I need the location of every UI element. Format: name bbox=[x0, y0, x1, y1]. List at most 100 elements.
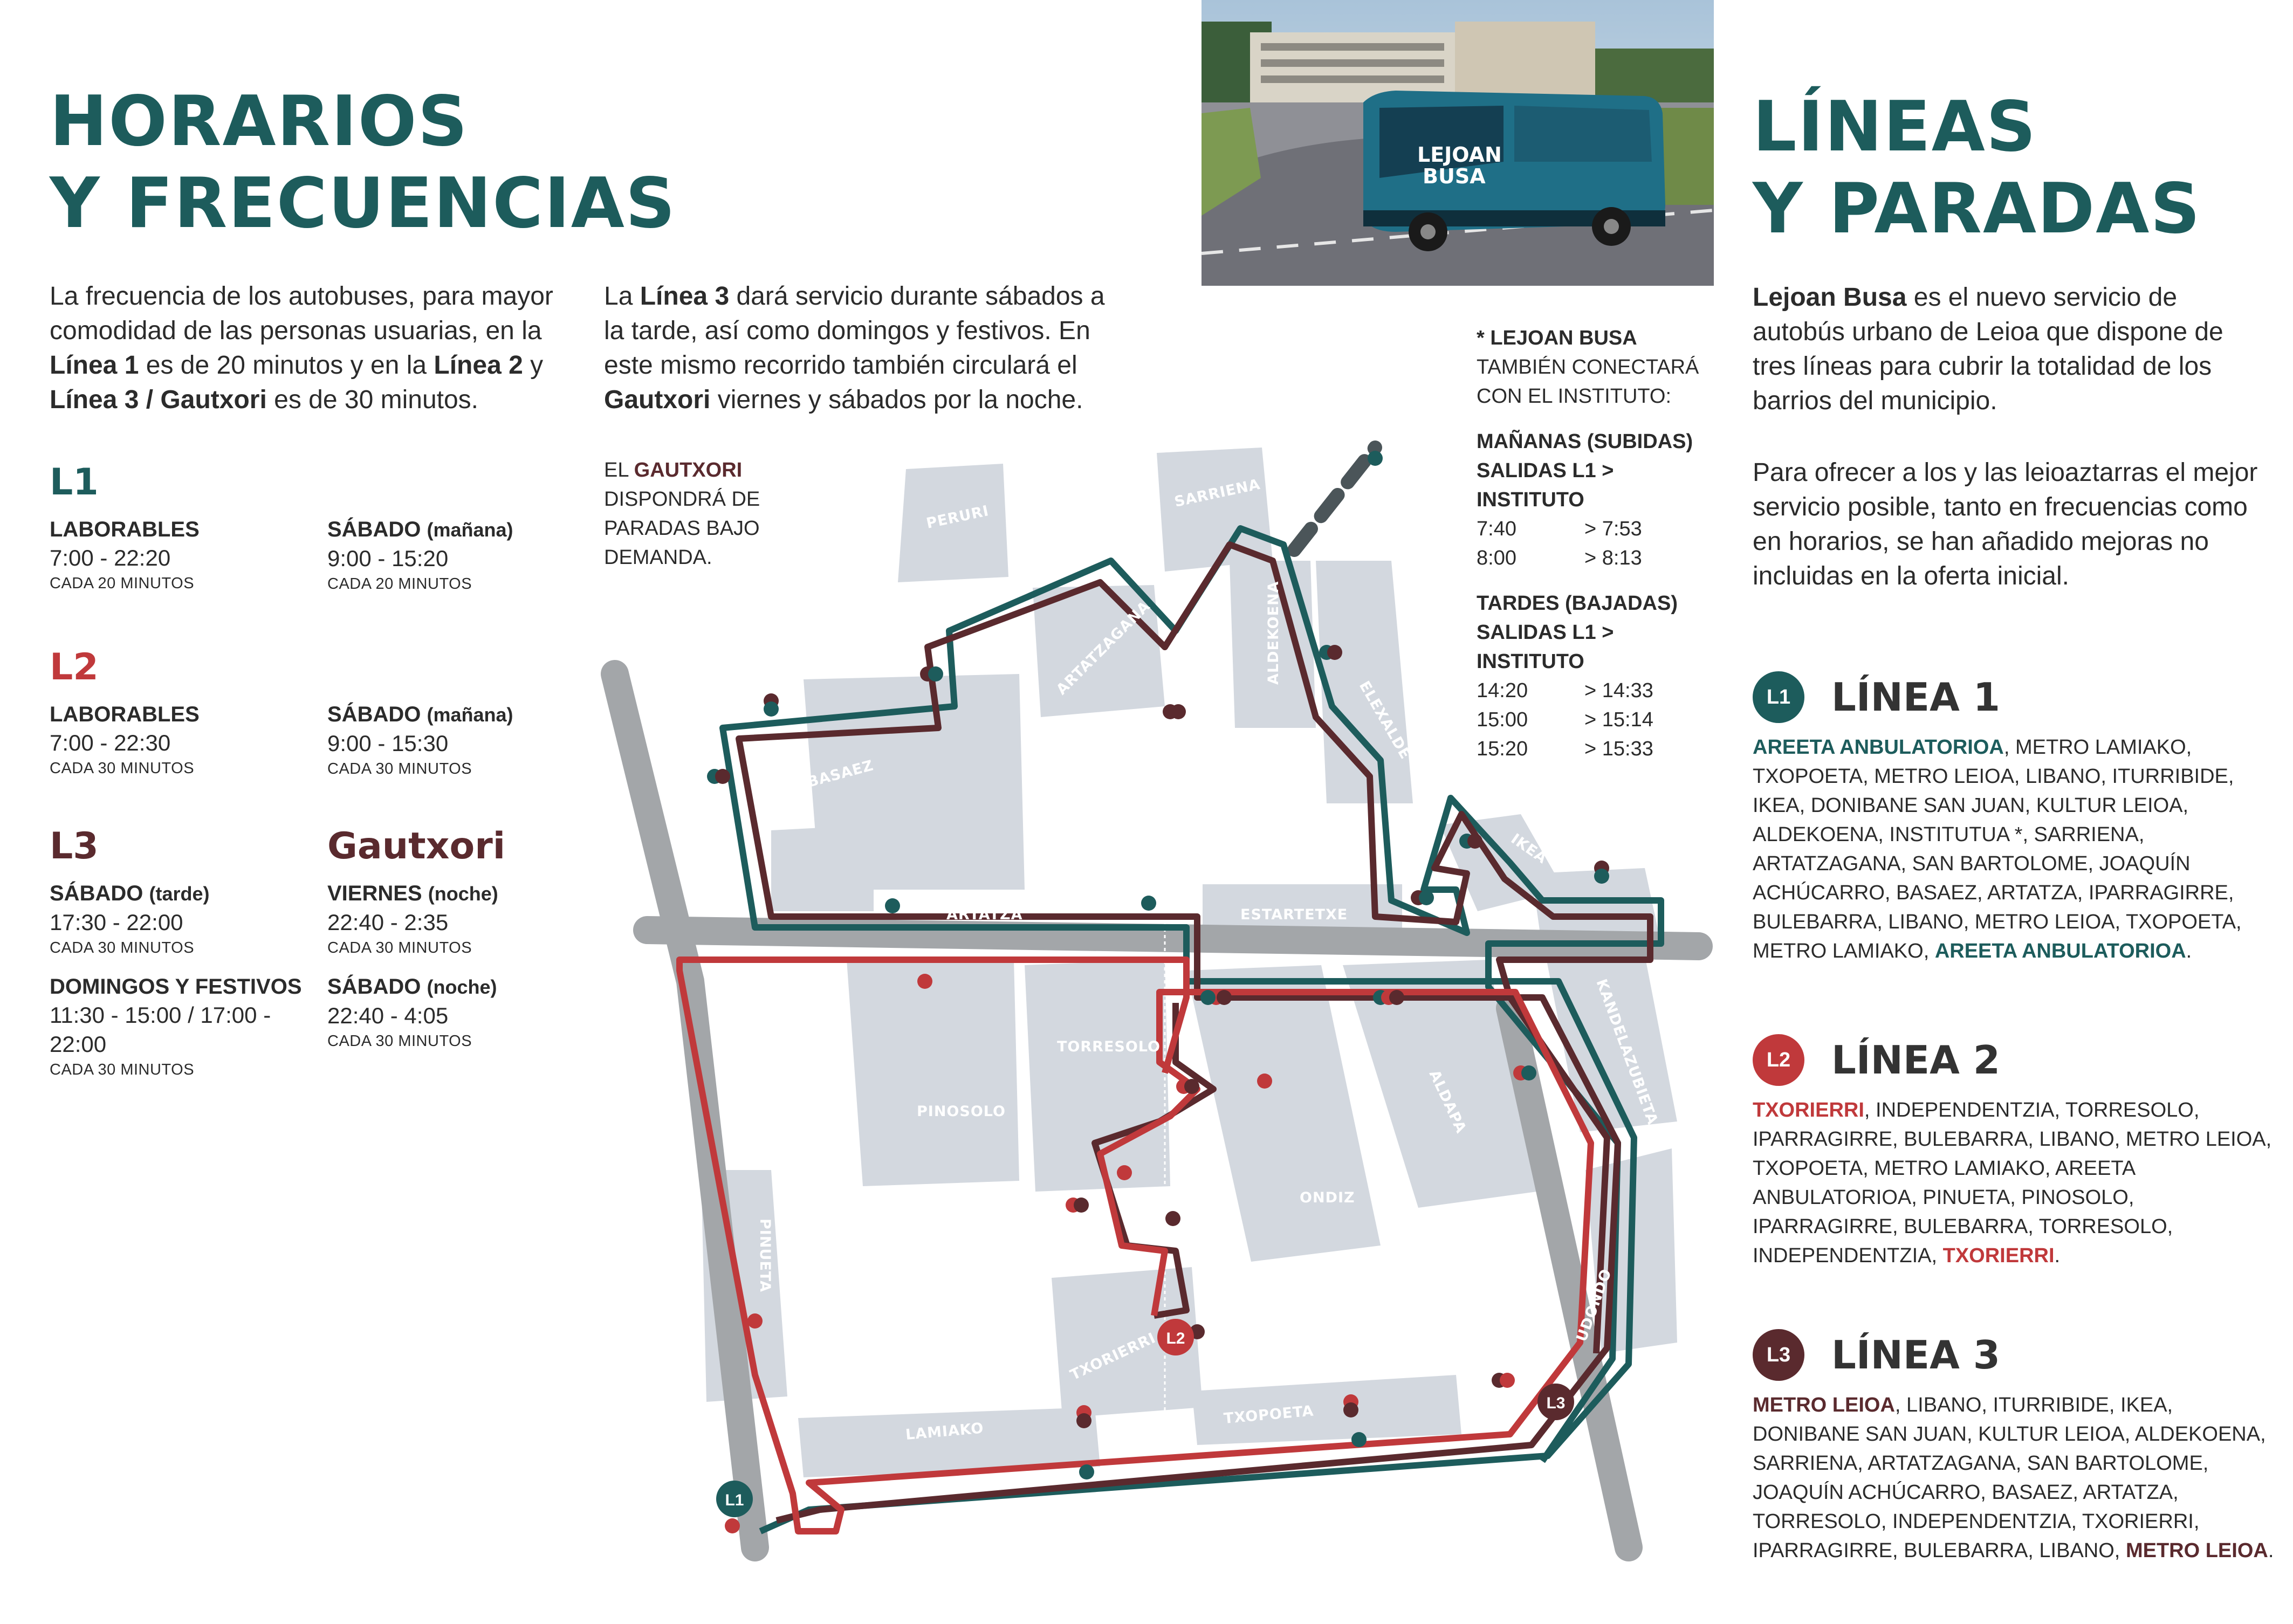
stop-marker bbox=[1066, 1198, 1089, 1213]
block-pinosolo bbox=[847, 960, 1019, 1186]
left-intro-run: Línea 3 / Gautxori bbox=[50, 386, 267, 414]
stop-marker bbox=[1176, 1079, 1199, 1094]
stop-marker bbox=[917, 974, 932, 989]
l3-saturday-time: 17:30 - 22:00 bbox=[50, 910, 183, 935]
terminal-l1: L1 bbox=[716, 1481, 753, 1517]
stop-marker bbox=[1411, 890, 1434, 905]
gautxori-note: EL GAUTXORI DISPONDRÁ DE PARADAS BAJO DE… bbox=[604, 456, 787, 572]
l3-title: L3 bbox=[50, 825, 99, 868]
stop-marker bbox=[1165, 1211, 1180, 1226]
l3-sunday-time: 11:30 - 15:00 / 17:00 - 22:00 bbox=[50, 1002, 271, 1057]
instituto-sub: TAMBIÉN CONECTARÁ CON EL INSTITUTO: bbox=[1477, 356, 1699, 408]
stop-marker bbox=[885, 898, 900, 913]
route-l1 bbox=[719, 525, 1664, 1534]
line1-stops: AREETA ANBULATORIOA, METRO LAMIAKO, TXOP… bbox=[1753, 736, 2242, 962]
line3-title: LÍNEA 3 bbox=[1831, 1332, 2000, 1378]
gautxori-title: Gautxori bbox=[327, 825, 506, 868]
road-east bbox=[1496, 994, 1643, 1561]
line3-stops: METRO LEIOA, LIBANO, ITURRIBIDE, IKEA, D… bbox=[1753, 1394, 2274, 1562]
svg-text:L1: L1 bbox=[725, 1491, 744, 1509]
stop-marker bbox=[1492, 1373, 1515, 1388]
stop-marker bbox=[764, 693, 779, 717]
stop-marker bbox=[1343, 1394, 1358, 1417]
road-north-dashed bbox=[1287, 441, 1382, 557]
block-txopoeta bbox=[1192, 1375, 1461, 1445]
stop-marker bbox=[1200, 990, 1232, 1005]
left-intro-run: y bbox=[523, 351, 544, 380]
stop-marker bbox=[747, 1313, 763, 1329]
line1-section: L1 LÍNEA 1 AREETA ANBULATORIOA, METRO LA… bbox=[1753, 671, 2276, 966]
instituto-morning-row: 8:00> 8:13 bbox=[1477, 547, 1642, 569]
gautxori-saturday-freq: CADA 30 MINUTOS bbox=[327, 1033, 472, 1050]
route-l2 bbox=[676, 956, 1594, 1534]
gautxori-friday-label: VIERNES bbox=[327, 882, 422, 905]
route-map: L1 L2 L3 PERURI SARRIENA ARTATZAGANA ALD… bbox=[601, 441, 1713, 1561]
left-title-line2: Y FRECUENCIAS bbox=[50, 163, 676, 244]
label-estartetxe: ESTARTETXE bbox=[1240, 906, 1348, 923]
gautxori-friday-sub: (noche) bbox=[428, 883, 498, 905]
middle-intro-run: Línea 3 bbox=[640, 282, 730, 311]
l1-weekday-time: 7:00 - 22:20 bbox=[50, 545, 171, 570]
block-artatza-left bbox=[771, 825, 874, 911]
left-intro-run: Línea 1 bbox=[50, 351, 139, 380]
left-title-line1: HORARIOS bbox=[50, 81, 469, 162]
instituto-morning-title: MAÑANAS (SUBIDAS) bbox=[1477, 430, 1693, 453]
gautxori-saturday-label: SÁBADO bbox=[327, 975, 421, 999]
stop-marker bbox=[1076, 1405, 1091, 1428]
instituto-evening-title: TARDES (BAJADAS) bbox=[1477, 592, 1678, 615]
l2-saturday-time: 9:00 - 15:30 bbox=[327, 731, 449, 756]
l2-weekday-time: 7:00 - 22:30 bbox=[50, 730, 171, 755]
instituto-evening-row: 15:00> 15:14 bbox=[1477, 708, 1653, 731]
l3-saturday-freq: CADA 30 MINUTOS bbox=[50, 939, 195, 956]
right-title: LÍNEAS Y PARADAS bbox=[1753, 86, 2201, 250]
right-title-line2: Y PARADAS bbox=[1753, 169, 2201, 249]
l2-saturday-freq: CADA 30 MINUTOS bbox=[327, 760, 472, 777]
l3-gautxori-schedule: L3 SÁBADO (tarde) 17:30 - 22:00 CADA 30 … bbox=[50, 825, 589, 1081]
left-title: HORARIOS Y FRECUENCIAS bbox=[50, 81, 676, 245]
stop-marker bbox=[707, 769, 730, 784]
stop-marker bbox=[1594, 861, 1609, 884]
bus-photo: LEJOAN BUSA bbox=[1202, 0, 1714, 286]
l1-weekday-label: LABORABLES bbox=[50, 518, 200, 541]
instituto-evening-row: 14:20> 14:33 bbox=[1477, 679, 1653, 702]
l1-schedule: L1 LABORABLES 7:00 - 22:20 CADA 20 MINUT… bbox=[50, 461, 589, 595]
l1-weekday-freq: CADA 20 MINUTOS bbox=[50, 575, 195, 592]
stop-marker bbox=[1117, 1165, 1132, 1180]
label-ondiz: ONDIZ bbox=[1300, 1189, 1355, 1206]
right-intro-run: Lejoan Busa bbox=[1753, 283, 1907, 312]
l1-saturday-sub: (mañana) bbox=[427, 519, 513, 541]
instituto-morning-row: 7:40> 7:53 bbox=[1477, 518, 1642, 540]
stop-marker bbox=[1368, 451, 1383, 466]
stop-marker bbox=[1141, 896, 1156, 911]
stop-marker bbox=[1513, 1065, 1536, 1081]
label-artatza: ARTATZA bbox=[946, 906, 1023, 923]
stop-marker bbox=[1373, 990, 1404, 1005]
middle-intro-run: La bbox=[604, 282, 640, 311]
block-aldekoena bbox=[1230, 561, 1316, 728]
middle-intro-run: viernes y sábados por la noche. bbox=[710, 386, 1083, 414]
block-peruri bbox=[898, 464, 1008, 582]
bus-text-1: LEJOAN bbox=[1417, 143, 1502, 167]
l3-sunday-label: DOMINGOS Y FESTIVOS bbox=[50, 975, 302, 999]
label-pinueta: PINUETA bbox=[757, 1219, 773, 1292]
stop-marker bbox=[1163, 704, 1186, 719]
svg-text:L2: L2 bbox=[1166, 1330, 1185, 1347]
block-kandelazubieta bbox=[1542, 927, 1677, 1132]
routes bbox=[676, 525, 1664, 1534]
l2-saturday-label: SÁBADO bbox=[327, 703, 421, 726]
line3-badge: L3 bbox=[1753, 1329, 1804, 1381]
line2-badge: L2 bbox=[1753, 1034, 1804, 1086]
svg-text:L3: L3 bbox=[1546, 1394, 1565, 1412]
l1-saturday-label: SÁBADO bbox=[327, 518, 421, 541]
gautxori-note-rest: DISPONDRÁ DE PARADAS BAJO DEMANDA. bbox=[604, 488, 760, 569]
middle-intro-run: dará servicio durante sábados a la tarde… bbox=[604, 282, 1105, 380]
right-intro2-paragraph: Para ofrecer a los y las leioaztarras el… bbox=[1753, 458, 2258, 590]
block-ondiz bbox=[1186, 965, 1381, 1262]
stop-marker bbox=[920, 666, 943, 682]
stop-marker bbox=[1257, 1074, 1272, 1089]
label-aldekoena: ALDEKOENA bbox=[1265, 581, 1282, 685]
stop-marker bbox=[1319, 645, 1342, 660]
left-intro-run: es de 30 minutos. bbox=[266, 386, 479, 414]
stop-marker bbox=[1459, 834, 1482, 849]
gautxori-saturday-time: 22:40 - 4:05 bbox=[327, 1003, 449, 1028]
